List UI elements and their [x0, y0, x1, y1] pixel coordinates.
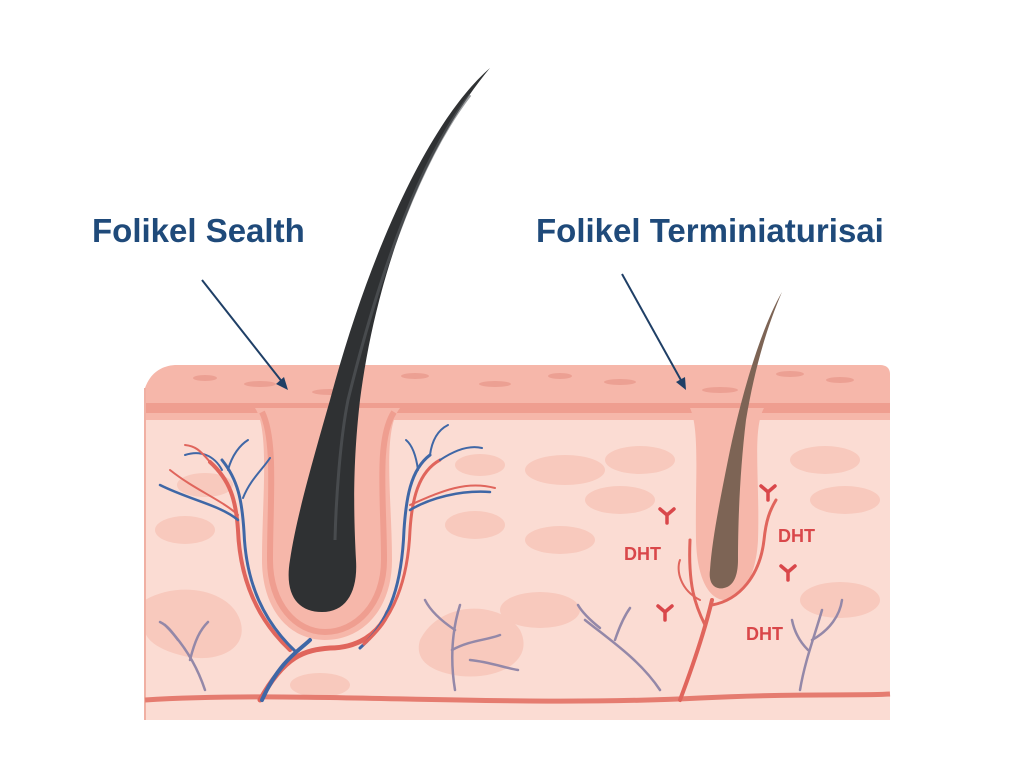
dermis-blob: [790, 446, 860, 474]
nerve: [451, 603, 462, 692]
dermis-blob: [445, 511, 505, 539]
nerve: [450, 633, 502, 652]
dermis-blob: [145, 589, 242, 659]
dermis-blob: [155, 516, 215, 544]
dermis-blob: [810, 486, 880, 514]
follicle-sheath-outline: [259, 410, 397, 636]
nerve: [576, 603, 602, 630]
nerve: [790, 618, 810, 652]
blood-vessels-right: [677, 498, 778, 702]
surface-pore: [548, 373, 572, 379]
surface-pore: [826, 377, 854, 383]
surface-pore: [401, 373, 429, 379]
dht-label: DHT: [778, 526, 815, 546]
vein-left: [220, 458, 298, 654]
vein-branch: [405, 439, 419, 471]
dermis-layer: [145, 420, 890, 720]
hair-shine: [333, 94, 472, 541]
dermis-blob: [455, 454, 505, 476]
dermis-blob: [500, 592, 580, 628]
y-shaped-molecule-icon: [759, 484, 777, 502]
y-shaped-molecule-icon: [656, 604, 674, 622]
dermis-blob: [605, 446, 675, 474]
surface-pore: [702, 387, 738, 393]
pointer-arrows: [201, 273, 686, 390]
vein-right: [362, 458, 442, 646]
vein-branch: [227, 439, 249, 471]
healthy-follicle-label: Folikel Sealth: [92, 212, 305, 249]
vessel-main: [678, 598, 714, 702]
surface-pore: [604, 379, 636, 385]
vein-branch: [242, 457, 271, 499]
vein-branch: [439, 446, 483, 461]
nerve: [468, 658, 520, 672]
surface-pore: [776, 371, 804, 377]
vessel-branch: [710, 498, 778, 607]
vein-branch: [408, 490, 492, 512]
arrow-healthy: [201, 279, 284, 384]
y-shaped-molecule-icon: [779, 564, 797, 582]
skin-base-line: [144, 691, 891, 704]
vein-branch: [158, 483, 240, 522]
vein-right: [358, 453, 432, 650]
nerve: [613, 606, 632, 642]
vessel-branch: [688, 538, 707, 627]
vein-left: [208, 460, 292, 652]
nerve: [158, 620, 180, 642]
arrow-head-icon: [276, 377, 288, 390]
dermis-blob: [290, 673, 350, 697]
healthy-follicle: [158, 68, 496, 703]
dermis-blob: [800, 582, 880, 618]
surface-pore: [244, 381, 276, 387]
nerve: [810, 598, 844, 642]
vessel-branch: [677, 559, 701, 601]
arrow-miniaturized: [621, 273, 683, 383]
vein-branch: [184, 444, 211, 463]
nerve: [583, 618, 662, 692]
vein-branch: [409, 484, 496, 506]
vein-branch: [184, 452, 223, 471]
vein-branch: [429, 424, 449, 456]
nerve: [798, 608, 824, 692]
blood-vessels-left: [158, 424, 496, 703]
dht-label: DHT: [624, 544, 661, 564]
miniaturized-follicle: DHT DHT DHT: [158, 292, 844, 702]
dermis-blob: [525, 455, 605, 485]
surface-pore: [193, 375, 217, 381]
miniaturized-follicle-label: Folikel Terminiaturisai: [536, 212, 884, 249]
arrow-head-icon: [676, 377, 686, 390]
miniaturized-hair-shaft: [709, 292, 782, 589]
y-shaped-molecule-icon: [658, 507, 676, 525]
dermis-blob: [585, 486, 655, 514]
nerve: [188, 620, 210, 662]
dermis-blob: [525, 526, 595, 554]
dht-molecules: [656, 484, 797, 622]
nerve: [423, 598, 457, 632]
surface-pore: [479, 381, 511, 387]
nerve-branches: [158, 598, 844, 692]
dht-label: DHT: [746, 624, 783, 644]
vein-branch: [169, 469, 239, 516]
vessel-main: [260, 638, 312, 702]
dermis-blob: [177, 473, 233, 497]
